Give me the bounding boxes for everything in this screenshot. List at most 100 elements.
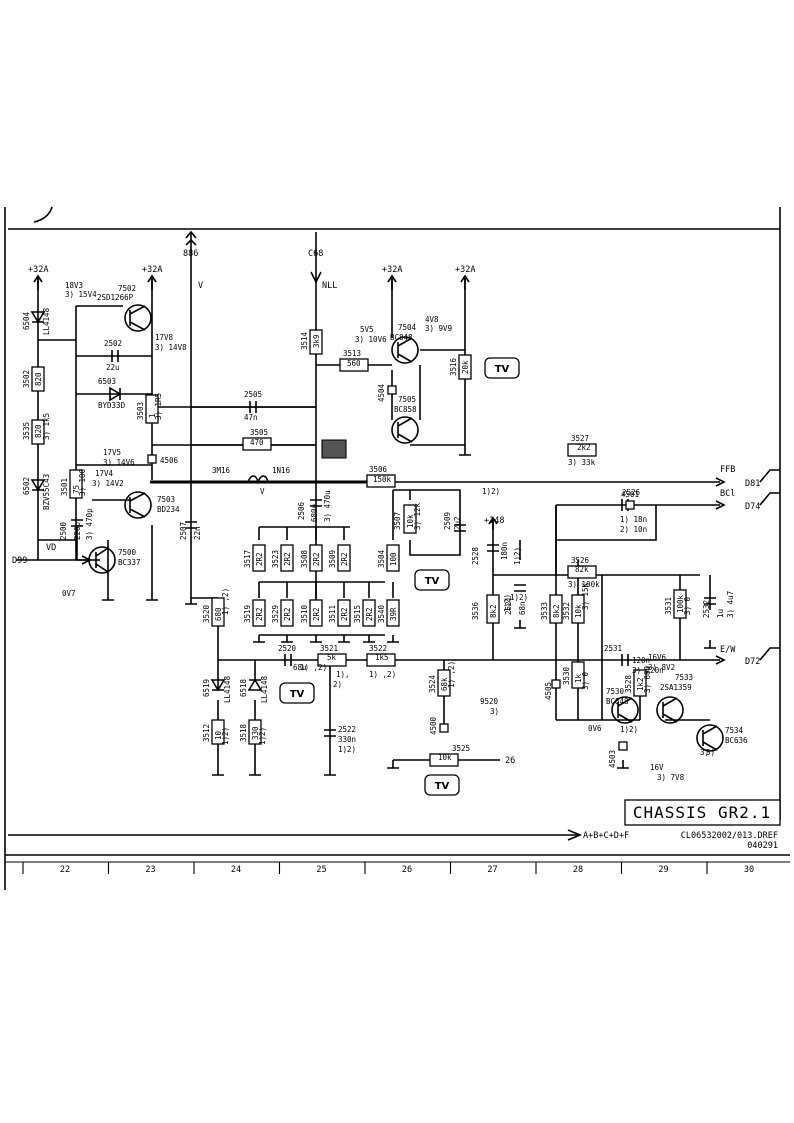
diode-symbols [30, 311, 263, 692]
resistor-value: 2R2 [340, 607, 349, 621]
resistor-ref: 3528 [624, 674, 633, 693]
resistor-ref: 3520 [202, 604, 211, 623]
test-point-squares [147, 385, 635, 751]
switch-9520-note: 3) [490, 707, 499, 716]
resistor-ref: 3525 [452, 744, 470, 753]
capacitor-ref: 2509 [443, 512, 452, 530]
test-point-ref: 4506 [160, 456, 179, 465]
resistor-value: 2R2 [312, 607, 321, 621]
resistor-value: 10 [214, 730, 223, 740]
resistor-value: 1k [574, 673, 583, 683]
resistor-ref: 3504 [377, 549, 386, 568]
diode-type: BYD33D [98, 401, 126, 410]
resistor-ref: 3514 [300, 331, 309, 350]
resistor-ref: 3515 [353, 605, 362, 623]
grid-column-number: 26 [402, 865, 412, 875]
transistor-voltage: 18V3 [65, 281, 83, 290]
transistor-type: BC848 [606, 697, 629, 706]
resistor-value: 2R2 [365, 607, 374, 621]
resistor-ref: 3531 [664, 597, 673, 615]
supply-labels: +32A +32A +32A +32A +148 [28, 265, 504, 526]
resistor-value: 1k5 [375, 653, 389, 662]
grid-column-number: 28 [573, 865, 583, 875]
resistor-note: 1)2) [503, 594, 512, 612]
diode-type: LL4148 [260, 675, 269, 703]
resistor-value: 20k [461, 360, 470, 374]
resistor-ref: 3519 [243, 605, 252, 623]
inductor-value: 1N16 [272, 466, 291, 475]
shaded-block [321, 439, 347, 459]
connector-v: V [198, 281, 203, 291]
resistor-ref: 3536 [471, 601, 480, 620]
supply-arrows [33, 274, 498, 530]
transistor-ref: 7502 [118, 284, 136, 293]
resistor-value: 330 [251, 726, 260, 740]
connector-d81: D81 [745, 479, 760, 489]
resistor-ref: 3502 [22, 370, 31, 388]
resistor-note: 3) 0 [683, 596, 692, 615]
voltage-16v: 16V [650, 763, 664, 772]
transistor-voltage: 4V8 [425, 315, 439, 324]
tv-badges: TV TV TV TV [279, 357, 520, 796]
capacitor-value: 180n [500, 542, 509, 560]
grid-column-number: 25 [316, 865, 326, 875]
resistor-ref: 3506 [369, 465, 388, 474]
connector-vd: VD [46, 543, 56, 553]
capacitor-value: 47n [244, 413, 258, 422]
capacitor-ref: 2526 [622, 488, 641, 497]
resistor-value: 100 [389, 552, 398, 566]
supply-32a: +32A [455, 265, 475, 275]
tv-badge [414, 569, 450, 591]
resistor-bodies [31, 329, 687, 767]
capacitor-ref: 2531 [604, 644, 622, 653]
capacitor-ref: 2500 [59, 521, 68, 540]
resistor-ref: 3523 [271, 550, 280, 568]
connector-d74: D74 [745, 502, 760, 512]
transistor-ref: 7505 [398, 395, 416, 404]
resistor-note: 1) ,2) [221, 588, 230, 615]
resistor-ref: 3535 [22, 422, 31, 440]
resistor-ref: 3503 [136, 402, 145, 420]
grid-column-number: 29 [658, 865, 668, 875]
resistor-value: 8k2 [489, 604, 498, 618]
resistor-ref: 3508 [300, 549, 309, 568]
main-wiring [8, 230, 780, 841]
transistor-type: 2SD1266P [97, 293, 134, 302]
resistor-ref: 3501 [60, 478, 69, 496]
resistor-value: 68k [440, 677, 449, 691]
resistor-ref: 3509 [328, 550, 337, 568]
resistor-ref: 3517 [243, 550, 252, 568]
resistor-value: 10k [438, 753, 452, 762]
resistor-value: 1 [148, 413, 157, 418]
capacitor-value: 220p [73, 521, 82, 540]
resistor-value: 1k2 [636, 677, 645, 691]
transistor-voltage: 5V5 [360, 325, 374, 334]
resistor-note: 3) 100k [568, 580, 600, 589]
resistor-note: 3) 1k5 [42, 413, 51, 440]
test-point-ref: 4501 [621, 490, 639, 499]
supply-32a: +32A [142, 265, 162, 275]
resistor-note: 3) 0 [581, 671, 590, 690]
grid-column-number: 22 [60, 865, 70, 875]
capacitor-value: 2u2 [453, 516, 462, 530]
diode-ref: 6503 [98, 377, 116, 386]
resistor-value: 100k [676, 594, 685, 613]
capacitor-note: 3) 220n [632, 666, 664, 675]
supply-32a: +32A [382, 265, 402, 275]
resistor-note: 1)2) [258, 727, 267, 745]
capacitor-ref: 2521 [504, 597, 513, 615]
diode-ref: 6502 [22, 477, 31, 495]
resistor-value: 39R [389, 607, 398, 621]
transistor-ref: 7503 [157, 495, 175, 504]
grid-column-number: 27 [487, 865, 497, 875]
capacitor-value: 1u [716, 609, 725, 618]
transistor-voltage-alt: 3) 8V2 [648, 663, 675, 672]
resistor-ref: 3507 [393, 512, 402, 530]
resistor-ref: 3526 [571, 556, 590, 565]
inductor-coils [247, 475, 269, 485]
grid-column-number: 23 [145, 865, 155, 875]
tv-badge-label: TV [495, 364, 510, 375]
transistor-ref: 7500 [118, 548, 137, 557]
test-point-ref: 4504 [377, 383, 386, 402]
